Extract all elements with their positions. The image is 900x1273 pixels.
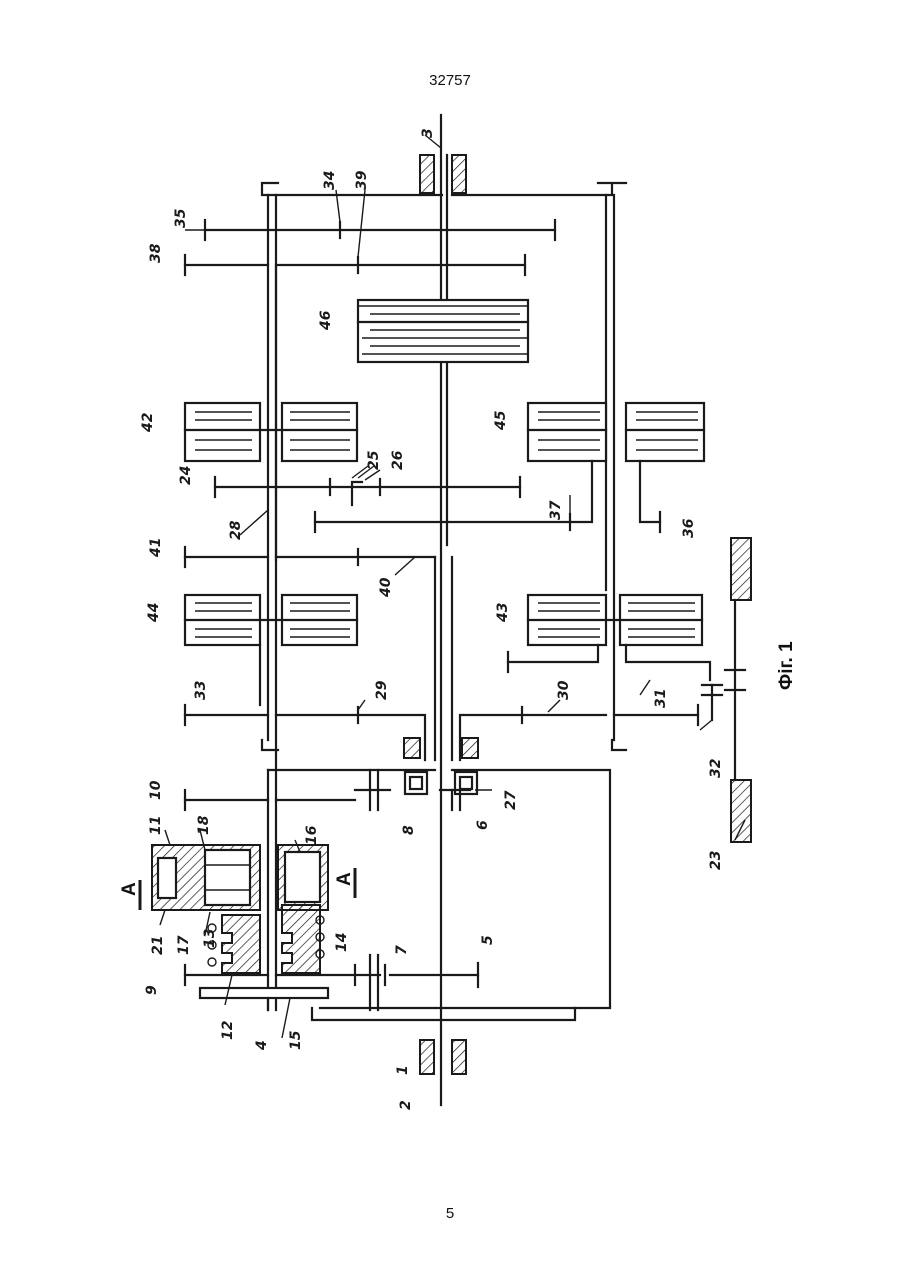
label-1: 1	[395, 1065, 411, 1075]
label-24: 24	[178, 466, 194, 485]
label-15: 15	[288, 1030, 304, 1050]
label-38: 38	[148, 243, 164, 263]
label-28: 28	[228, 520, 244, 540]
label-7: 7	[394, 945, 410, 955]
label-9: 9	[144, 985, 160, 995]
label-16: 16	[304, 825, 320, 845]
label-29: 29	[374, 680, 390, 700]
rotor-assembly	[152, 845, 328, 910]
gear-40-41	[185, 547, 452, 760]
label-34: 34	[322, 171, 338, 190]
clutch-44	[185, 595, 357, 705]
label-37: 37	[548, 500, 564, 520]
label-31: 31	[653, 689, 669, 708]
label-27: 27	[503, 790, 519, 810]
bottom-bearing	[420, 1040, 466, 1074]
section-mark-a-right: A	[334, 872, 355, 886]
label-35: 35	[173, 208, 189, 228]
main-shaft	[441, 115, 447, 1105]
section-mark-a-left: A	[119, 882, 140, 896]
label-13: 13	[202, 929, 218, 948]
clutch-43	[508, 595, 710, 680]
label-23: 23	[708, 851, 724, 870]
label-18: 18	[196, 815, 212, 835]
label-10: 10	[148, 780, 164, 800]
label-42: 42	[140, 413, 156, 433]
label-11: 11	[148, 816, 164, 835]
figure-caption: Фіг. 1	[776, 641, 797, 690]
label-25: 25	[366, 450, 382, 470]
label-4: 4	[254, 1040, 270, 1051]
label-32: 32	[708, 759, 724, 778]
top-bearing	[420, 155, 466, 193]
label-40: 40	[378, 577, 394, 598]
gear-37	[315, 512, 570, 532]
label-33: 33	[193, 681, 209, 700]
clutch-45	[528, 403, 606, 522]
label-21: 21	[150, 936, 166, 955]
label-12: 12	[220, 1021, 236, 1040]
label-6: 6	[475, 820, 491, 830]
labyrinth-12-14	[208, 905, 324, 973]
label-3: 3	[420, 128, 436, 138]
label-41: 41	[148, 538, 164, 558]
label-26: 26	[390, 450, 406, 470]
label-44: 44	[146, 603, 162, 623]
label-8: 8	[401, 825, 417, 835]
clutch-36	[626, 403, 704, 532]
label-36: 36	[681, 518, 697, 538]
label-5: 5	[480, 935, 496, 945]
label-46: 46	[318, 310, 334, 331]
gear-34-35	[205, 220, 555, 240]
gear-29-33	[185, 705, 425, 760]
gear-24-26	[215, 466, 520, 505]
label-45: 45	[493, 410, 509, 431]
label-30: 30	[556, 680, 572, 700]
flange-15	[200, 988, 575, 1020]
clutch-46	[358, 300, 528, 362]
label-17: 17	[176, 935, 192, 955]
label-43: 43	[495, 603, 511, 623]
page-number: 5	[0, 1205, 900, 1222]
label-39: 39	[354, 170, 370, 190]
label-14: 14	[334, 933, 350, 952]
label-2: 2	[398, 1100, 414, 1110]
clutch-42	[185, 403, 357, 461]
